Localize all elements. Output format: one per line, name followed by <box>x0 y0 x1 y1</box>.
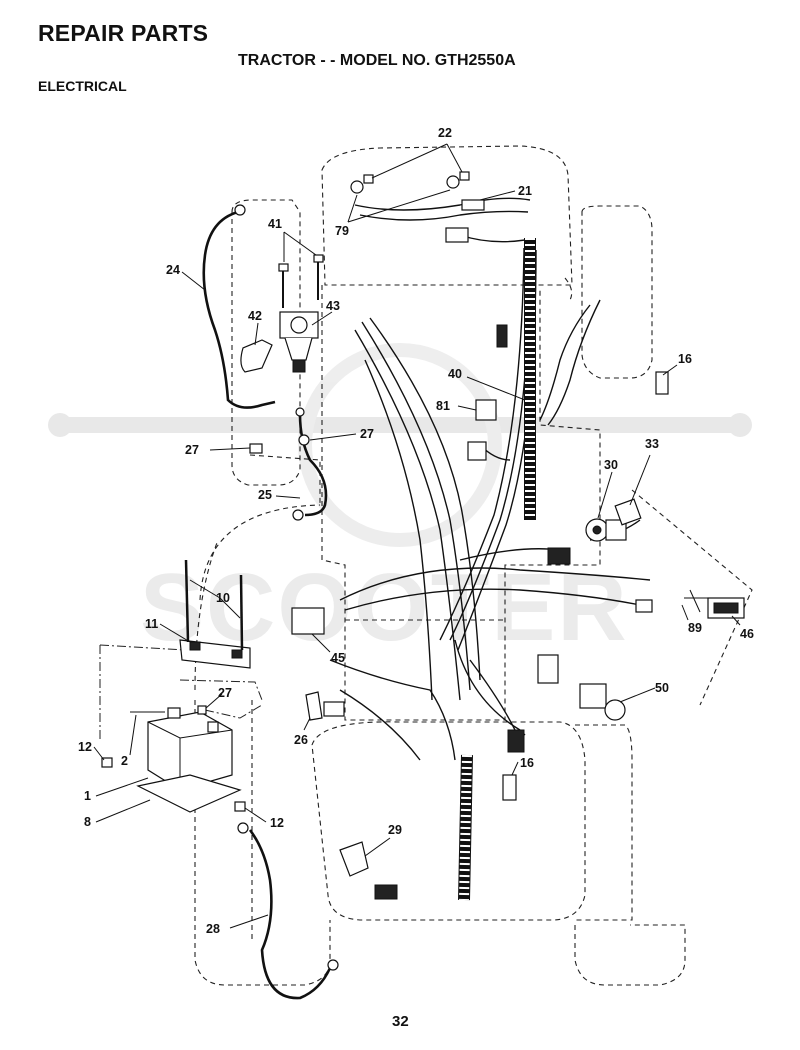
rod-10-right <box>239 574 244 651</box>
callout-81: 81 <box>436 399 450 413</box>
callout-24: 24 <box>166 263 180 277</box>
callout-79: 79 <box>335 224 349 238</box>
callout-22: 22 <box>438 126 452 140</box>
callout-50: 50 <box>655 681 669 695</box>
connector-right <box>547 547 571 565</box>
callout-11: 11 <box>145 617 158 631</box>
callout-21: 21 <box>518 184 532 198</box>
conduit-lower <box>458 754 473 901</box>
callout-12-upper: 12 <box>78 740 92 754</box>
pto-switch-29 <box>339 841 398 900</box>
solenoid-43 <box>279 311 319 373</box>
connector-upper <box>445 227 469 243</box>
connector-lower-a <box>537 654 559 684</box>
cable-25-ring <box>292 509 304 521</box>
boot-42 <box>240 339 273 373</box>
callout-28: 28 <box>206 922 220 936</box>
washer-27-upper <box>295 407 305 417</box>
callout-33: 33 <box>645 437 659 451</box>
rod-10-left <box>184 559 190 643</box>
fuse-26 <box>305 691 323 721</box>
callout-42: 42 <box>248 309 262 323</box>
callout-2: 2 <box>121 754 128 768</box>
leader-lines <box>93 143 741 929</box>
connector-mid <box>467 441 487 461</box>
callout-27-left: 27 <box>185 443 199 457</box>
callout-27-battery: 27 <box>218 686 232 700</box>
callout-1: 1 <box>84 789 91 803</box>
hold-down-11 <box>179 639 251 669</box>
connector-right-lower <box>635 599 653 613</box>
callout-40: 40 <box>448 367 462 381</box>
switch-16-upper <box>655 371 669 395</box>
tractor-outline <box>99 145 753 986</box>
bolts-41 <box>278 254 324 308</box>
switch-16-lower <box>502 774 517 801</box>
callout-27-right: 27 <box>360 427 374 441</box>
headlight-sockets <box>350 171 485 211</box>
hour-meter-46 <box>684 589 745 619</box>
ignition-switch-30 <box>585 518 627 542</box>
callout-89: 89 <box>688 621 702 635</box>
cable-28 <box>248 829 332 1000</box>
nut-27-battery <box>197 705 207 715</box>
nut-27-left <box>249 443 263 454</box>
washer-27-right <box>298 434 310 446</box>
cable-28-ring-bottom <box>327 959 339 971</box>
relay-81 <box>475 399 497 421</box>
battery-tray-8 <box>136 774 242 813</box>
page-title: REPAIR PARTS <box>38 20 209 46</box>
module-33 <box>614 498 642 526</box>
connector-lower-b <box>507 729 525 753</box>
page-number: 32 <box>392 1013 409 1030</box>
callout-43: 43 <box>326 299 340 313</box>
callout-30: 30 <box>604 458 618 472</box>
callout-29: 29 <box>388 823 402 837</box>
callout-26: 26 <box>294 733 308 747</box>
callout-16-lower: 16 <box>520 756 534 770</box>
callout-8: 8 <box>84 815 91 829</box>
connector-26 <box>323 701 345 717</box>
callout-25: 25 <box>258 488 272 502</box>
connector-left-harness <box>496 324 508 348</box>
cable-24-ring-top <box>234 204 246 216</box>
callout-45: 45 <box>331 651 345 665</box>
cable-24 <box>202 210 276 409</box>
wire-harness <box>329 197 651 761</box>
section-heading: ELECTRICAL <box>38 78 127 94</box>
watermark: SCOOTER <box>48 343 752 661</box>
callout-10: 10 <box>216 591 230 605</box>
plate-45 <box>291 607 325 635</box>
callout-46: 46 <box>740 627 754 641</box>
callout-41: 41 <box>268 217 282 231</box>
model-heading: TRACTOR - - MODEL NO. GTH2550A <box>238 52 516 69</box>
light-switch-50 <box>579 683 626 721</box>
callout-16-upper: 16 <box>678 352 692 366</box>
nut-12-lower <box>234 801 246 812</box>
cable-28-ring-top <box>237 822 249 834</box>
nut-12-upper <box>101 757 113 768</box>
callout-12-lower: 12 <box>270 816 284 830</box>
callout-labels: 22 21 79 41 24 43 42 16 40 81 27 27 33 3… <box>78 126 754 936</box>
